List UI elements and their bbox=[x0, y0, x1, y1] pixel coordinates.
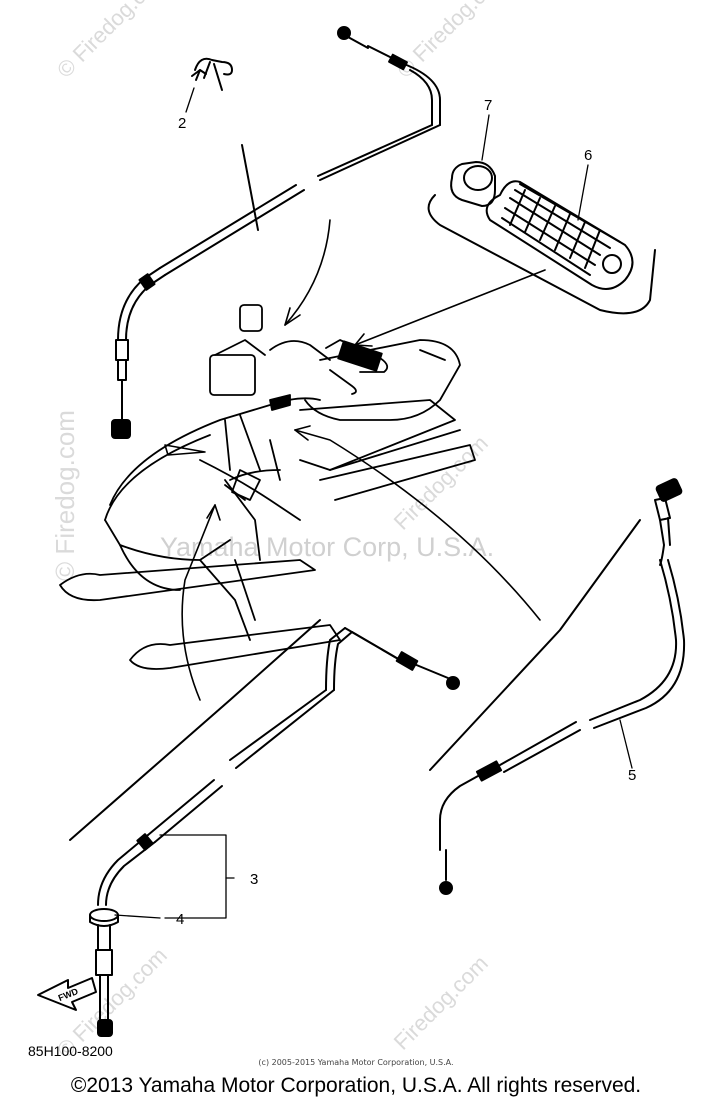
cable-1 bbox=[111, 26, 441, 439]
collar-part-7 bbox=[450, 161, 496, 207]
copyright-small: (c) 2005-2015 Yamaha Motor Corporation, … bbox=[258, 1058, 454, 1067]
grip-frame-line bbox=[427, 194, 656, 315]
callout-leaders bbox=[114, 87, 633, 919]
cable-5 bbox=[429, 478, 686, 895]
snowmobile-body bbox=[59, 304, 476, 670]
callout-7: 7 bbox=[484, 97, 492, 114]
callout-4: 4 bbox=[176, 911, 184, 928]
clip-part-2 bbox=[191, 57, 233, 91]
corp-watermark: Yamaha Motor Corp, U.S.A. bbox=[160, 532, 495, 562]
callout-2: 2 bbox=[178, 115, 186, 132]
callout-3: 3 bbox=[250, 871, 258, 888]
callout-6: 6 bbox=[584, 147, 592, 164]
cable-3 bbox=[69, 619, 460, 1037]
grip-part-6 bbox=[485, 180, 634, 290]
callout-5: 5 bbox=[628, 767, 636, 784]
copyright-footer: ©2013 Yamaha Motor Corporation, U.S.A. A… bbox=[70, 1074, 642, 1097]
forward-arrow-icon bbox=[37, 977, 97, 1011]
part-code: 85H100-8200 bbox=[28, 1043, 113, 1059]
leader-arrows bbox=[164, 219, 546, 701]
